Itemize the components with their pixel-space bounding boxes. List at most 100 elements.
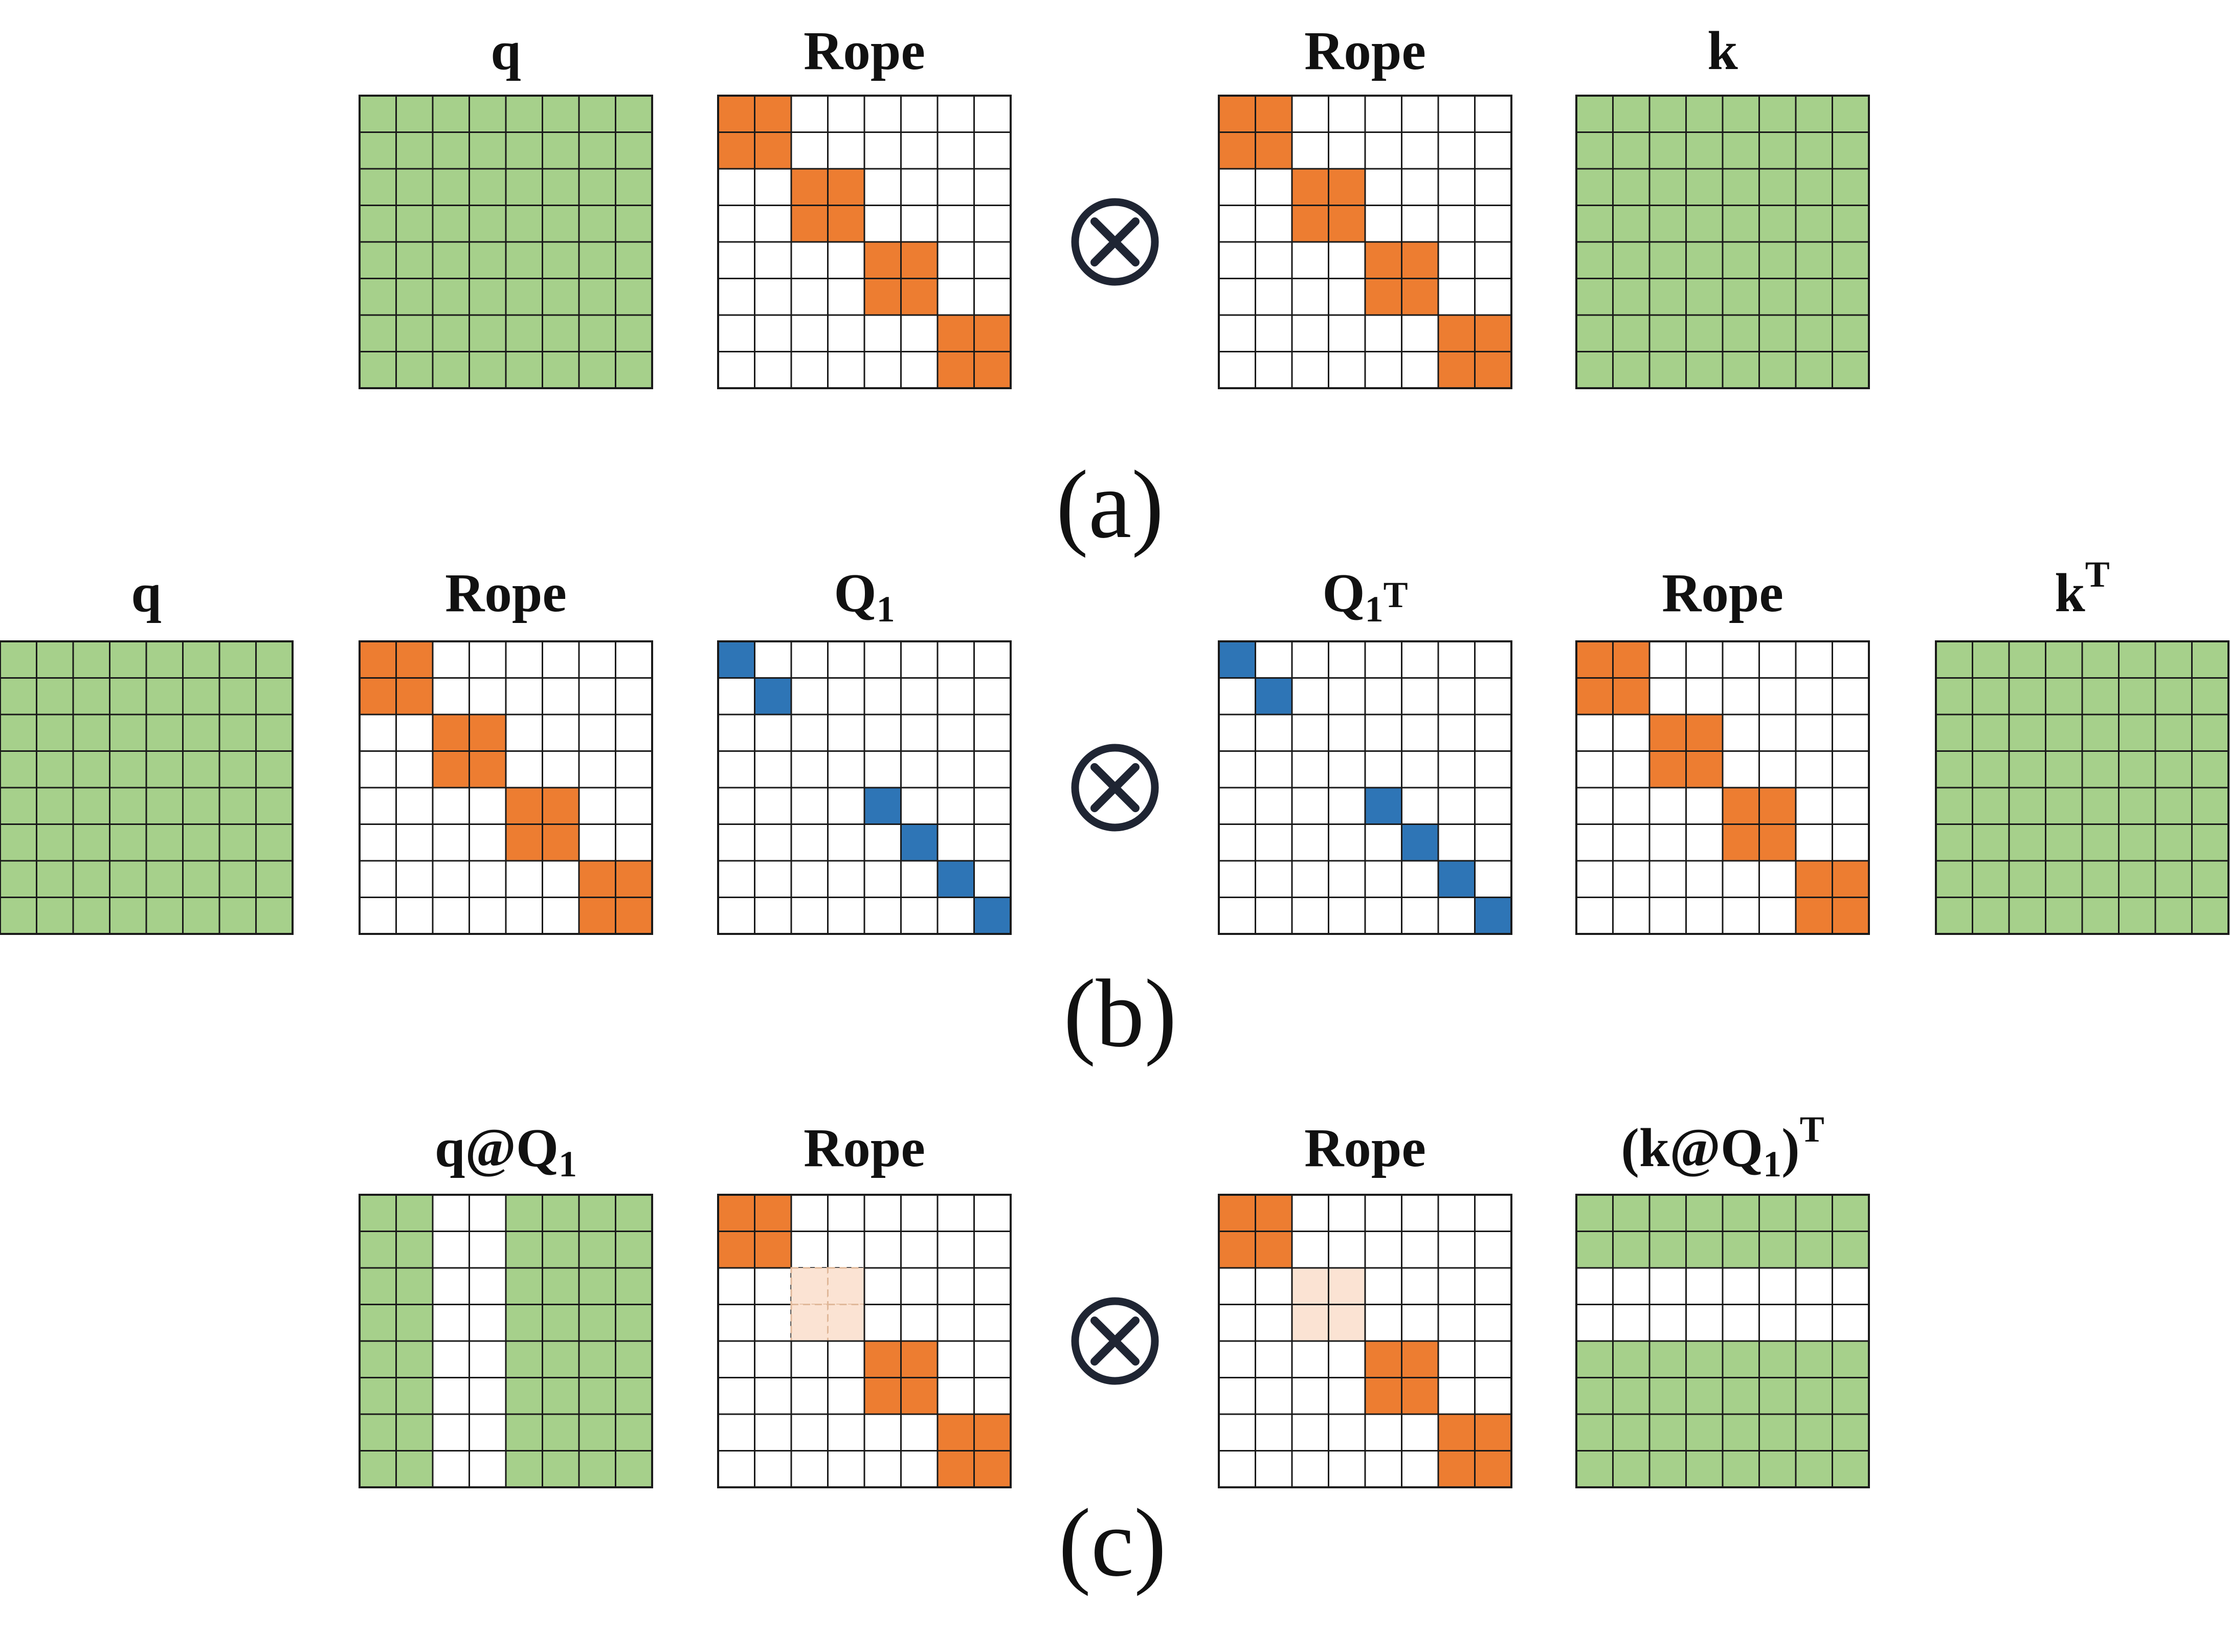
matrix-cell bbox=[359, 677, 397, 716]
matrix-cell bbox=[900, 241, 939, 279]
matrix-cell bbox=[0, 677, 37, 716]
matrix-cell bbox=[359, 750, 397, 789]
matrix-cell bbox=[1364, 1304, 1402, 1342]
matrix-grid bbox=[1218, 1194, 1512, 1488]
matrix-cell bbox=[790, 897, 829, 935]
matrix-cell bbox=[790, 1304, 829, 1342]
matrix-cell bbox=[827, 750, 865, 789]
matrix-cell bbox=[2008, 860, 2046, 898]
matrix-cell bbox=[615, 95, 653, 133]
matrix-cell bbox=[1474, 897, 1512, 935]
matrix-cell bbox=[2081, 640, 2120, 679]
matrix-cell bbox=[973, 278, 1012, 316]
matrix-cell bbox=[1291, 1377, 1329, 1415]
matrix-cell bbox=[717, 640, 755, 679]
matrix-cell bbox=[359, 351, 397, 389]
matrix-cell bbox=[1401, 1194, 1439, 1232]
matrix-cell bbox=[1255, 168, 1293, 206]
matrix-cell bbox=[827, 1304, 865, 1342]
matrix-title-main: k bbox=[1707, 21, 1738, 81]
matrix-cell bbox=[1685, 677, 1724, 716]
matrix-cell bbox=[469, 640, 507, 679]
matrix-cell bbox=[359, 860, 397, 898]
matrix-cell bbox=[936, 897, 975, 935]
matrix-cell bbox=[1612, 750, 1651, 789]
matrix-cell bbox=[109, 823, 147, 862]
matrix-cell bbox=[1437, 205, 1476, 243]
matrix-cell bbox=[1401, 823, 1439, 862]
matrix-cell bbox=[973, 1194, 1012, 1232]
matrix-title-subscript: 1 bbox=[1365, 589, 1384, 630]
matrix-cell bbox=[1935, 713, 1973, 752]
matrix-cell bbox=[790, 1377, 829, 1415]
matrix-cell bbox=[717, 351, 755, 389]
matrix-cell bbox=[1474, 95, 1512, 133]
matrix-cell bbox=[2045, 750, 2083, 789]
matrix-title: Rope bbox=[1662, 563, 1783, 623]
matrix-title-main: Rope bbox=[1662, 563, 1783, 623]
matrix-cell bbox=[754, 205, 792, 243]
matrix-cell bbox=[578, 1194, 616, 1232]
matrix-cell bbox=[973, 640, 1012, 679]
matrix-cell bbox=[615, 860, 653, 898]
matrix-cell bbox=[1648, 95, 1687, 133]
matrix-cell bbox=[395, 95, 434, 133]
matrix-title-main: q@Q bbox=[435, 1118, 559, 1178]
matrix-cell bbox=[1474, 351, 1512, 389]
matrix-cell bbox=[1758, 1413, 1797, 1452]
matrix-cell bbox=[2191, 897, 2229, 935]
matrix-cell bbox=[2118, 640, 2156, 679]
matrix-cell bbox=[936, 750, 975, 789]
matrix-cell bbox=[1474, 1304, 1512, 1342]
matrix-cell bbox=[1328, 314, 1366, 352]
matrix-cell bbox=[2118, 823, 2156, 862]
matrix-cell bbox=[578, 1267, 616, 1305]
matrix-title-main: Rope bbox=[1304, 1118, 1426, 1178]
matrix-cell bbox=[936, 278, 975, 316]
matrix-cell bbox=[1255, 95, 1293, 133]
matrix-cell bbox=[827, 205, 865, 243]
matrix-cell bbox=[973, 1267, 1012, 1305]
matrix-cell bbox=[1648, 787, 1687, 825]
matrix-title: q@Q1 bbox=[435, 1118, 577, 1185]
matrix-cell bbox=[1474, 1413, 1512, 1452]
matrix-cell bbox=[1401, 241, 1439, 279]
matrix-cell bbox=[505, 1304, 543, 1342]
matrix-cell bbox=[542, 640, 580, 679]
matrix-cell bbox=[1612, 1377, 1651, 1415]
matrix-cell bbox=[359, 205, 397, 243]
matrix-cell bbox=[1972, 860, 2010, 898]
matrix-cell bbox=[827, 168, 865, 206]
matrix-cell bbox=[578, 314, 616, 352]
matrix-cell bbox=[1364, 131, 1402, 170]
matrix-cell bbox=[0, 823, 37, 862]
matrix-cell bbox=[1218, 168, 1256, 206]
matrix-cell bbox=[717, 713, 755, 752]
matrix-cell bbox=[145, 823, 184, 862]
matrix-cell bbox=[36, 713, 74, 752]
matrix-cell bbox=[900, 131, 939, 170]
matrix-cell bbox=[1758, 314, 1797, 352]
matrix-cell bbox=[1722, 1450, 1760, 1488]
matrix-cell bbox=[2008, 823, 2046, 862]
matrix-cell bbox=[542, 1340, 580, 1378]
matrix-cell bbox=[395, 168, 434, 206]
matrix-cell bbox=[1218, 1340, 1256, 1378]
matrix-cell bbox=[109, 750, 147, 789]
matrix-cell bbox=[395, 131, 434, 170]
matrix-cell bbox=[615, 1194, 653, 1232]
matrix-cell bbox=[2008, 640, 2046, 679]
matrix-cell bbox=[790, 1413, 829, 1452]
matrix-cell bbox=[1255, 241, 1293, 279]
matrix-cell bbox=[1722, 278, 1760, 316]
matrix-cell bbox=[1328, 1194, 1366, 1232]
matrix-cell bbox=[542, 1413, 580, 1452]
matrix-cell bbox=[218, 823, 257, 862]
matrix-cell bbox=[2191, 787, 2229, 825]
matrix-cell bbox=[1758, 1304, 1797, 1342]
matrix-cell bbox=[542, 1450, 580, 1488]
matrix-cell bbox=[1401, 1413, 1439, 1452]
matrix-cell bbox=[615, 713, 653, 752]
matrix-cell bbox=[72, 897, 110, 935]
